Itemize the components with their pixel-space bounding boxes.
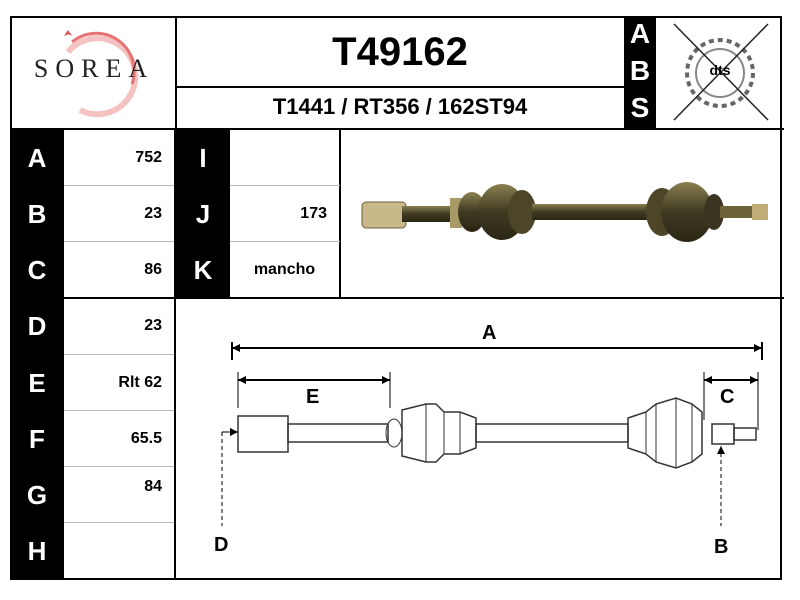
spec-value-d: 23 bbox=[144, 317, 162, 334]
abs-letter-s: S bbox=[630, 92, 650, 123]
abs-letter-a: A bbox=[629, 18, 651, 49]
spec-label-a: A bbox=[10, 130, 64, 186]
dim-label-b: B bbox=[714, 536, 729, 558]
spec-value-i bbox=[230, 130, 339, 186]
spec-label-e: E bbox=[10, 355, 64, 411]
spec-label-h: H bbox=[10, 523, 64, 579]
row-divider bbox=[64, 410, 174, 411]
dim-label-e: E bbox=[306, 386, 320, 408]
row-divider bbox=[230, 185, 340, 186]
right-values-right-rule bbox=[339, 130, 341, 298]
spec-value-a: 752 bbox=[135, 149, 162, 166]
abs-ring-crossed-icon bbox=[664, 20, 776, 126]
spec-label-i: I bbox=[176, 130, 230, 186]
row-divider bbox=[64, 185, 174, 186]
logo-divider bbox=[175, 16, 177, 130]
upper-block-bottom-rule bbox=[176, 297, 784, 299]
cross-references: T1441 / RT356 / 162ST94 bbox=[272, 94, 528, 119]
dim-label-d: D bbox=[214, 534, 229, 556]
spec-label-f: F bbox=[10, 411, 64, 467]
abs-logo-text: dts bbox=[709, 62, 731, 78]
spec-label-j: J bbox=[176, 186, 230, 242]
spec-label-b: B bbox=[10, 186, 64, 242]
spec-label-d: D bbox=[10, 298, 64, 354]
spec-value-j: 173 bbox=[300, 205, 327, 222]
dim-label-c: C bbox=[720, 386, 735, 408]
row-divider bbox=[64, 354, 174, 355]
left-values-right-rule bbox=[174, 130, 176, 580]
spec-value-k: mancho bbox=[253, 261, 316, 278]
spec-value-c: 86 bbox=[144, 261, 162, 278]
spec-value-e: Rlt 62 bbox=[118, 374, 162, 391]
abs-letter-b: B bbox=[629, 55, 651, 86]
header-bottom-rule bbox=[10, 128, 784, 130]
row-divider bbox=[64, 297, 174, 299]
title-divider bbox=[175, 86, 625, 88]
spec-label-k: K bbox=[176, 242, 230, 298]
spec-value-b: 23 bbox=[144, 205, 162, 222]
drive-shaft-photo bbox=[342, 132, 780, 296]
spec-value-f: 65.5 bbox=[130, 430, 162, 447]
spec-value-g: 84 bbox=[144, 478, 162, 495]
row-divider bbox=[64, 466, 174, 467]
brand-logo bbox=[20, 24, 168, 120]
row-divider bbox=[64, 522, 174, 523]
spec-label-c: C bbox=[10, 242, 64, 298]
row-divider bbox=[64, 241, 174, 242]
spec-value-h bbox=[64, 523, 174, 579]
brand-name: SOREA bbox=[33, 54, 155, 83]
part-number: T49162 bbox=[332, 30, 468, 74]
abs-column bbox=[624, 16, 656, 130]
dim-label-a: A bbox=[482, 322, 497, 344]
row-divider bbox=[230, 241, 340, 242]
spec-label-g: G bbox=[10, 467, 64, 523]
dimension-diagram bbox=[176, 300, 782, 580]
